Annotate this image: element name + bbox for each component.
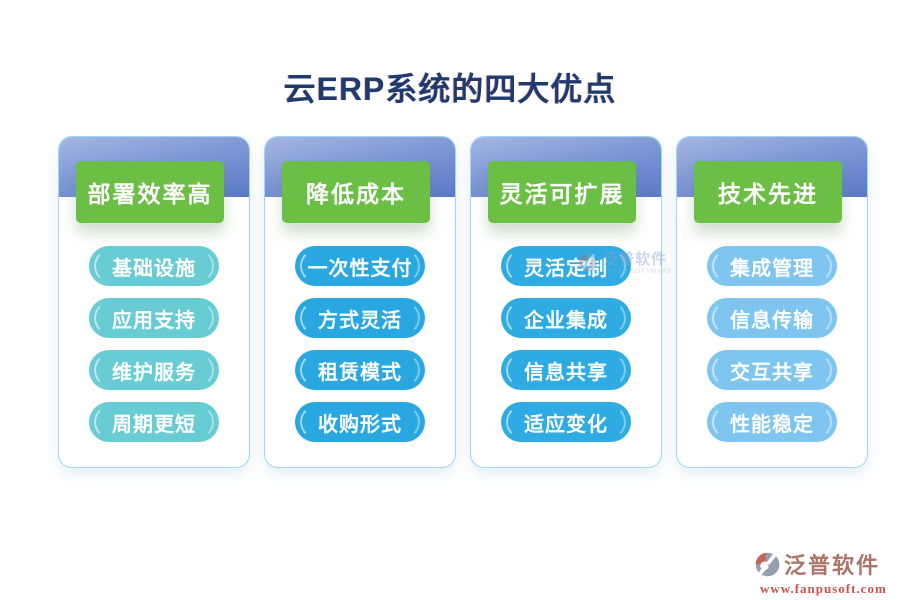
card-header-label: 部署效率高 <box>76 161 224 223</box>
card-advanced-tech: 技术先进 集成管理 信息传输 交互共享 性能稳定 <box>676 136 868 468</box>
bottom-watermark: 泛普软件 www.fanpusoft.com <box>754 548 887 597</box>
list-item: 一次性支付 <box>295 246 425 286</box>
fanpu-logo-icon <box>755 552 780 576</box>
list-item: 应用支持 <box>89 298 219 338</box>
pill-list: 一次性支付 方式灵活 租赁模式 收购形式 <box>265 246 455 442</box>
list-item: 交互共享 <box>707 350 837 390</box>
pill-list: 基础设施 应用支持 维护服务 周期更短 <box>59 246 249 442</box>
list-item: 信息共享 <box>501 350 631 390</box>
page-title: 云ERP系统的四大优点 <box>283 71 617 107</box>
columns-container: 部署效率高 基础设施 应用支持 维护服务 周期更短 降低成本 一次性支付 方式灵… <box>58 136 868 468</box>
list-item: 适应变化 <box>501 402 631 442</box>
list-item: 租赁模式 <box>295 350 425 390</box>
pill-list: 灵活定制 企业集成 信息共享 适应变化 <box>471 246 661 442</box>
list-item: 集成管理 <box>707 246 837 286</box>
pill-list: 集成管理 信息传输 交互共享 性能稳定 <box>677 246 867 442</box>
list-item: 维护服务 <box>89 350 219 390</box>
bottom-watermark-url: www.fanpusoft.com <box>760 581 887 596</box>
list-item: 周期更短 <box>89 402 219 442</box>
list-item: 基础设施 <box>89 246 219 286</box>
list-item: 灵活定制 <box>501 246 631 286</box>
card-header-label: 灵活可扩展 <box>488 161 636 223</box>
card-header-label: 技术先进 <box>694 161 842 223</box>
card-header-label: 降低成本 <box>282 161 430 223</box>
card-deploy-efficiency: 部署效率高 基础设施 应用支持 维护服务 周期更短 <box>58 136 250 468</box>
card-flexible-scalable: 灵活可扩展 灵活定制 企业集成 信息共享 适应变化 <box>470 136 662 468</box>
list-item: 方式灵活 <box>295 298 425 338</box>
list-item: 性能稳定 <box>707 402 837 442</box>
bottom-watermark-brand: 泛普软件 <box>784 553 881 578</box>
list-item: 企业集成 <box>501 298 631 338</box>
list-item: 收购形式 <box>295 402 425 442</box>
list-item: 信息传输 <box>707 298 837 338</box>
card-lower-cost: 降低成本 一次性支付 方式灵活 租赁模式 收购形式 <box>264 136 456 468</box>
